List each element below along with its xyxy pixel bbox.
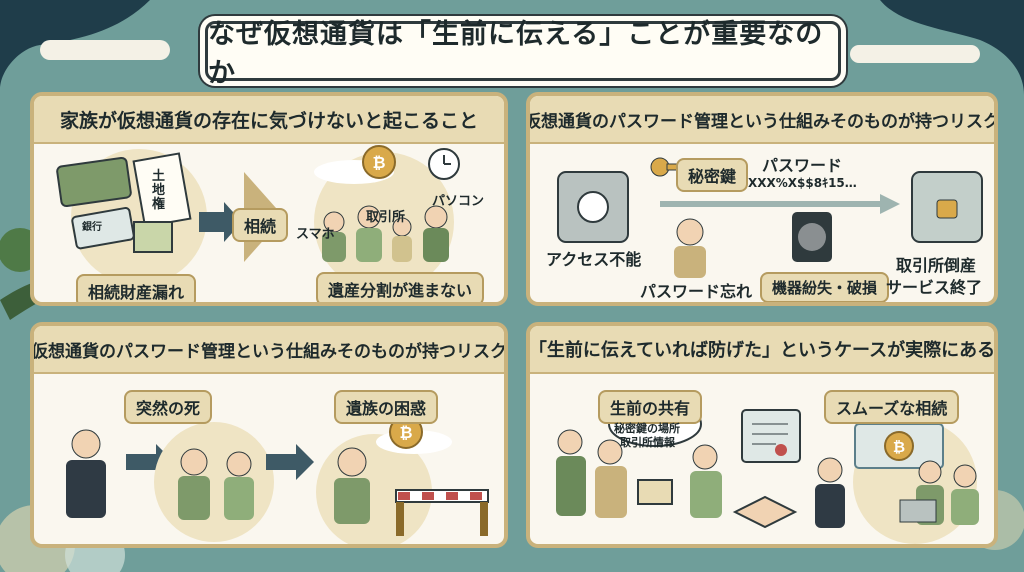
bank-card-icon xyxy=(71,207,135,250)
exchange-label: 取引所 xyxy=(366,210,406,225)
panel-1-illustration: ₿ xyxy=(56,145,460,292)
family-sharing-icon xyxy=(556,429,722,518)
password-value: XXX%X$$8ｷ15… xyxy=(748,176,857,190)
smartphone-label: スマホ xyxy=(296,227,335,242)
smooth-inheritance-label: スムーズな相続 xyxy=(824,390,960,424)
barrier-gate-icon xyxy=(395,489,489,536)
device-loss-label: 機器紛失・破損 xyxy=(760,272,890,302)
bitcoin-symbol: ₿ xyxy=(893,438,905,456)
panel-1-header: 家族が仮想通貨の存在に気づけないと起こること xyxy=(34,96,504,144)
page-title: なぜ仮想通貨は「生前に伝える」ことが重要なのか xyxy=(205,19,841,89)
monitor-document-icon xyxy=(741,409,801,463)
elderly-person-icon xyxy=(674,218,706,278)
padlock-icon xyxy=(936,199,958,219)
pc-label: パソコン xyxy=(432,194,485,209)
doc-label: 土地 権 xyxy=(152,169,166,212)
successors-icon xyxy=(815,457,979,528)
bereaved-confusion-label: 遺族の困惑 xyxy=(334,390,439,424)
panel-4-header: 「生前に伝えていれば防げた」というケースが実際にある xyxy=(530,326,994,374)
access-denied-label: アクセス不能 xyxy=(546,250,642,269)
corner-wave-top-left xyxy=(0,0,150,90)
corner-wave-top-right xyxy=(880,0,1024,95)
family-backdrop xyxy=(314,152,454,292)
handshake-icon xyxy=(732,495,798,529)
missed-assets-label: 相続財産漏れ xyxy=(76,274,197,302)
inheritance-step-label: 相続 xyxy=(232,208,289,242)
lifetime-sharing-label: 生前の共有 xyxy=(598,390,703,424)
bitcoin-icon xyxy=(884,431,914,461)
exchange-bankrupt-label: 取引所倒産 xyxy=(896,256,977,275)
panel-2-header: 仮想通貨のパスワード管理という仕組みそのものが持つリスク xyxy=(530,96,994,144)
panel-2-illustration xyxy=(557,157,983,278)
bitcoin-icon xyxy=(362,145,396,179)
bitcoin-symbol: ₿ xyxy=(399,423,412,442)
arrow-right-icon-2 xyxy=(266,444,314,480)
cloud-top-left xyxy=(40,40,170,60)
cloud-top-right xyxy=(850,45,980,63)
private-key-label: 秘密鍵 xyxy=(676,158,749,192)
envelope-icon xyxy=(637,479,673,505)
forgot-password-label: パスワード忘れ xyxy=(640,282,753,301)
panel-unaware-family: 家族が仮想通貨の存在に気づけないと起こること ₿ 土地 権 銀行 相続 スマホ … xyxy=(30,92,508,306)
flow-arrow-head xyxy=(880,194,900,214)
businessman-icon xyxy=(66,429,106,518)
bubble-exchange-info: 取引所情報 xyxy=(620,436,675,449)
laptop-icon xyxy=(899,499,937,523)
elderly-man-phone-icon xyxy=(334,447,370,524)
map-icon xyxy=(133,221,173,253)
arrow-right-icon xyxy=(199,202,242,242)
bubble-private-key-location: 秘密鍵の場所 xyxy=(614,422,680,435)
sudden-death-label: 突然の死 xyxy=(124,390,213,424)
confused-family-icon xyxy=(178,448,254,520)
passbook-icon xyxy=(56,156,132,208)
panel-3-header: 仮想通貨のパスワード管理という仕組みそのものが持つリスク xyxy=(34,326,504,374)
panel-3-illustration: ₿ xyxy=(66,415,489,544)
panel-password-risk: 仮想通貨のパスワード管理という仕組みそのものが持つリスク 秘密鍵 パスワード X… xyxy=(526,92,998,306)
stalled-division-label: 遺産分割が進まない xyxy=(316,272,485,302)
panel-sudden-death: 仮想通貨のパスワード管理という仕組みそのものが持つリスク ₿ 突然の死 遺族の困… xyxy=(30,322,508,548)
family-backdrop xyxy=(154,422,274,542)
password-label: パスワード xyxy=(762,156,843,175)
service-end-label: サービス終了 xyxy=(886,278,983,297)
panel-preventable-cases: 「生前に伝えていれば防げた」というケースが実際にある ₿ 生前の共有 秘密鍵の場… xyxy=(526,322,998,548)
bank-label: 銀行 xyxy=(82,222,102,233)
family-members-icon xyxy=(322,205,449,262)
bitcoin-symbol: ₿ xyxy=(372,153,385,172)
